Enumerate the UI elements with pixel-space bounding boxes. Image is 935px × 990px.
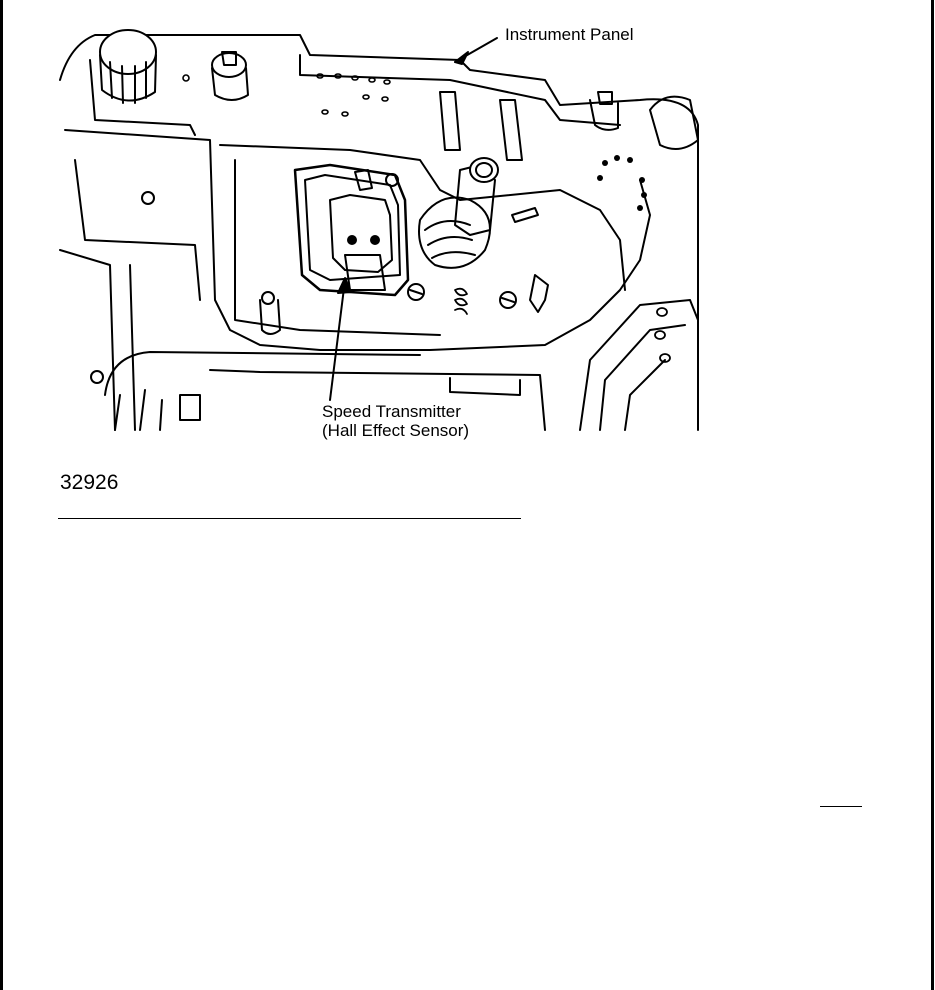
page-border-right [931,0,934,990]
lower-plate [209,369,546,431]
dial-holes [597,155,647,211]
panel-outline [59,34,699,431]
figure-number: 32926 [60,471,119,494]
speed-transmitter-body [293,163,410,297]
left-bracket [59,159,201,431]
speed-transmitter-callout-line1: Speed Transmitter [322,402,461,421]
connector-box [179,394,201,421]
figure-divider [58,518,521,519]
speedometer-cable-socket [418,157,499,269]
speed-transmitter-callout: Speed Transmitter (Hall Effect Sensor) [322,402,469,440]
right-bracket [579,299,699,431]
panel-front-face [89,54,621,136]
arrow-panel [454,51,469,65]
speed-transmitter-callout-line2: (Hall Effect Sensor) [322,421,470,440]
wire-harness [104,351,421,431]
left-knob [99,29,157,104]
panel-holes [182,73,391,117]
page-border-left [0,0,3,990]
instrument-panel-callout: Instrument Panel [505,25,634,44]
right-knob [589,91,699,150]
arrow-sensor [337,277,352,294]
short-rule [820,806,862,807]
post [259,299,281,335]
instrument-panel-illustration [59,29,699,431]
housing-inner [234,159,441,336]
panel-lower-edge [64,129,651,351]
screws [90,173,517,384]
small-knob [211,51,249,101]
panel-slots [439,91,523,161]
spring [454,287,468,315]
slot-right [511,207,539,223]
housing-outline [219,144,626,291]
pointer [529,274,549,313]
bracket-holes [654,307,671,363]
